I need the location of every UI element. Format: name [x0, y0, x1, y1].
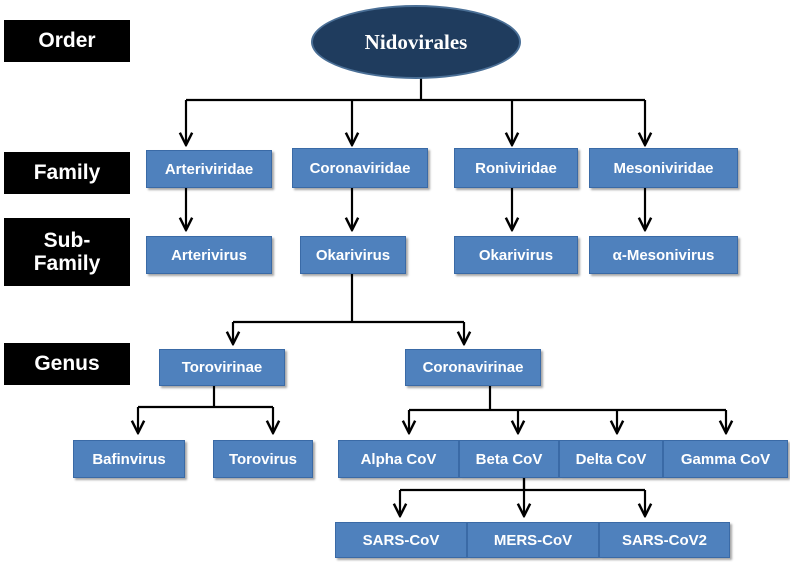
genus-node: Alpha CoV — [338, 440, 459, 478]
family-node: Coronaviridae — [292, 148, 428, 188]
root-node-order: Nidovirales — [311, 5, 521, 79]
rank-label-genus: Genus — [4, 343, 130, 385]
subfamily-node: α-Mesonivirus — [589, 236, 738, 274]
species-node: MERS-CoV — [467, 522, 599, 558]
rank-label-order: Order — [4, 20, 130, 62]
genus-group-node: Torovirinae — [159, 349, 285, 386]
genus-node: Torovirus — [213, 440, 313, 478]
genus-node: Delta CoV — [559, 440, 663, 478]
rank-label-subfamily: Sub- Family — [4, 218, 130, 286]
subfamily-node: Arterivirus — [146, 236, 272, 274]
family-node: Mesoniviridae — [589, 148, 738, 188]
subfamily-node: Okarivirus — [454, 236, 578, 274]
species-node: SARS-CoV2 — [599, 522, 730, 558]
family-node: Roniviridae — [454, 148, 578, 188]
genus-node: Beta CoV — [459, 440, 559, 478]
genus-node: Gamma CoV — [663, 440, 788, 478]
species-node: SARS-CoV — [335, 522, 467, 558]
genus-node: Bafinvirus — [73, 440, 185, 478]
subfamily-node: Okarivirus — [300, 236, 406, 274]
genus-group-node: Coronavirinae — [405, 349, 541, 386]
rank-label-family: Family — [4, 152, 130, 194]
family-node: Arteriviridae — [146, 150, 272, 188]
